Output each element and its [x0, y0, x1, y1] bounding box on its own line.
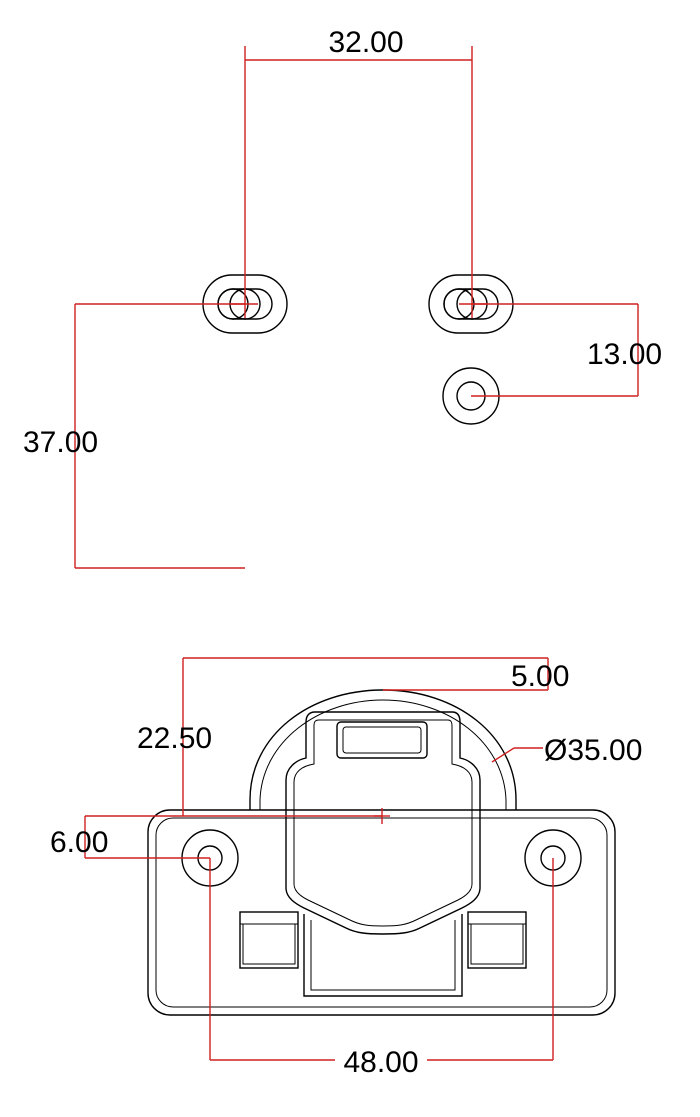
dimension-label-32: 32.00	[328, 26, 403, 59]
dimension-diameter-35: Ø35.00	[491, 734, 642, 767]
dimension-5: 5.00	[183, 657, 569, 693]
dimension-32: 32.00	[230, 26, 487, 318]
dimension-6: 6.00	[50, 815, 210, 859]
sensor-housing	[285, 711, 481, 935]
base-plate	[147, 809, 616, 1016]
dimension-48: 48.00	[209, 858, 554, 1079]
dimension-label-5: 5.00	[511, 660, 569, 693]
dimension-37: 37.00	[23, 303, 245, 569]
connector-block	[303, 914, 463, 997]
dimension-label-37: 37.00	[23, 426, 98, 459]
left-clip	[239, 911, 299, 969]
part-front-view: 5.00 22.50 Ø35.00 6.00 48.00	[50, 657, 642, 1079]
right-clip	[467, 911, 527, 969]
dimension-22-50: 22.50	[137, 658, 382, 817]
dimension-label-6: 6.00	[50, 826, 108, 859]
dimension-label-13: 13.00	[587, 338, 662, 371]
dimension-13: 13.00	[471, 303, 662, 397]
dimension-label-22-50: 22.50	[137, 722, 212, 755]
dimension-label-48: 48.00	[343, 1046, 418, 1079]
dimension-label-diameter-35: Ø35.00	[544, 734, 642, 767]
mounting-template-view: 32.00 37.00 13.00	[23, 26, 662, 569]
dome	[249, 689, 517, 810]
